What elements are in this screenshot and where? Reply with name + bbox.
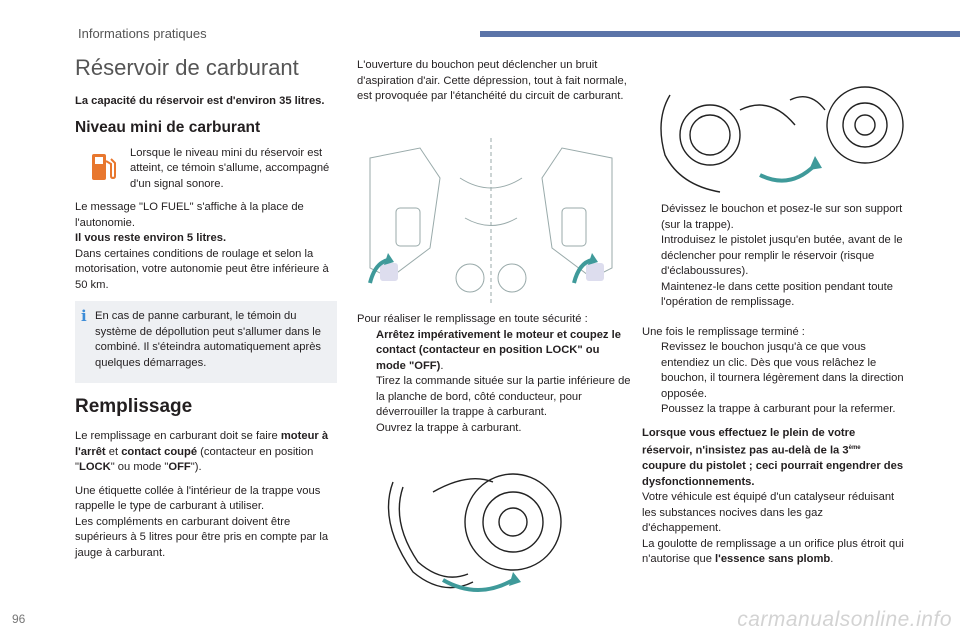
remplissage-p1: Le remplissage en carburant doit se fair…	[75, 430, 329, 473]
fuel-flap-illustration	[387, 473, 562, 592]
info-box: i En cas de panne carburant, le témoin d…	[75, 301, 337, 383]
niveau-title: Niveau mini de carburant	[75, 118, 261, 136]
list-item: Poussez la trappe à carburant pour la re…	[661, 403, 896, 415]
securite-intro: Pour réaliser le remplissage en toute sé…	[357, 313, 588, 325]
list-item: Dévissez le bouchon et posez-le sur son …	[661, 203, 903, 231]
remplissage-steps: Dévissez le bouchon et posez-le sur son …	[642, 202, 904, 311]
header-bar	[480, 31, 960, 37]
column-middle: L'ouverture du bouchon peut déclencher u…	[357, 58, 632, 113]
securite-block: Pour réaliser le remplissage en toute sé…	[357, 312, 632, 444]
list-item: Maintenez-le dans cette position pendant…	[661, 280, 893, 309]
column-left: Réservoir de carburant La capacité du ré…	[75, 54, 337, 569]
catalyseur-text: Votre véhicule est équipé d'un catalyseu…	[642, 491, 895, 535]
page-title: Réservoir de carburant	[75, 55, 299, 80]
list-item: Tirez la commande située sur la partie i…	[376, 375, 631, 418]
remplissage-title: Remplissage	[75, 396, 193, 417]
list-item: Arrêtez impérativement le moteur et coup…	[376, 328, 621, 372]
watermark: carmanualsonline.info	[737, 608, 952, 631]
info-text: En cas de panne carburant, le témoin du …	[95, 310, 322, 369]
fin-steps: Revissez le bouchon jusqu'à ce que vous …	[642, 340, 904, 418]
fuel-cap-illustration	[660, 86, 904, 193]
conditions-text: Dans certaines conditions de roulage et …	[75, 247, 329, 291]
fuel-pump-icon	[75, 146, 130, 193]
remplissage-p3: Les compléments en carburant doivent êtr…	[75, 515, 329, 559]
section-title: Informations pratiques	[78, 26, 207, 41]
dashboard-illustration	[360, 138, 622, 304]
niveau-text: Lorsque le niveau mini du réservoir est …	[130, 146, 330, 190]
lo-fuel-message: Le message "LO FUEL" s'affiche à la plac…	[75, 201, 304, 229]
page-number: 96	[12, 612, 26, 626]
list-item: Revissez le bouchon jusqu'à ce que vous …	[661, 341, 904, 400]
column-right: Dévissez le bouchon et posez-le sur son …	[642, 202, 904, 576]
capacity-text: La capacité du réservoir est d'environ 3…	[75, 95, 325, 107]
info-icon: i	[81, 307, 87, 325]
reste-text: Il vous reste environ 5 litres.	[75, 232, 227, 244]
securite-list: Arrêtez impérativement le moteur et coup…	[357, 328, 632, 437]
intro-text: L'ouverture du bouchon peut déclencher u…	[357, 59, 627, 102]
fuel-warning-block: Lorsque le niveau mini du réservoir est …	[75, 146, 337, 193]
list-item: Ouvrez la trappe à carburant.	[376, 421, 522, 434]
remplissage-p2: Une étiquette collée à l'intérieur de la…	[75, 484, 321, 513]
warning-text: Lorsque vous effectuez le plein de votre…	[642, 426, 904, 488]
fin-intro: Une fois le remplissage terminé :	[642, 325, 805, 338]
list-item: Introduisez le pistolet jusqu'en butée, …	[661, 234, 903, 277]
goulotte-text: La goulotte de remplissage a un orifice …	[642, 537, 904, 566]
